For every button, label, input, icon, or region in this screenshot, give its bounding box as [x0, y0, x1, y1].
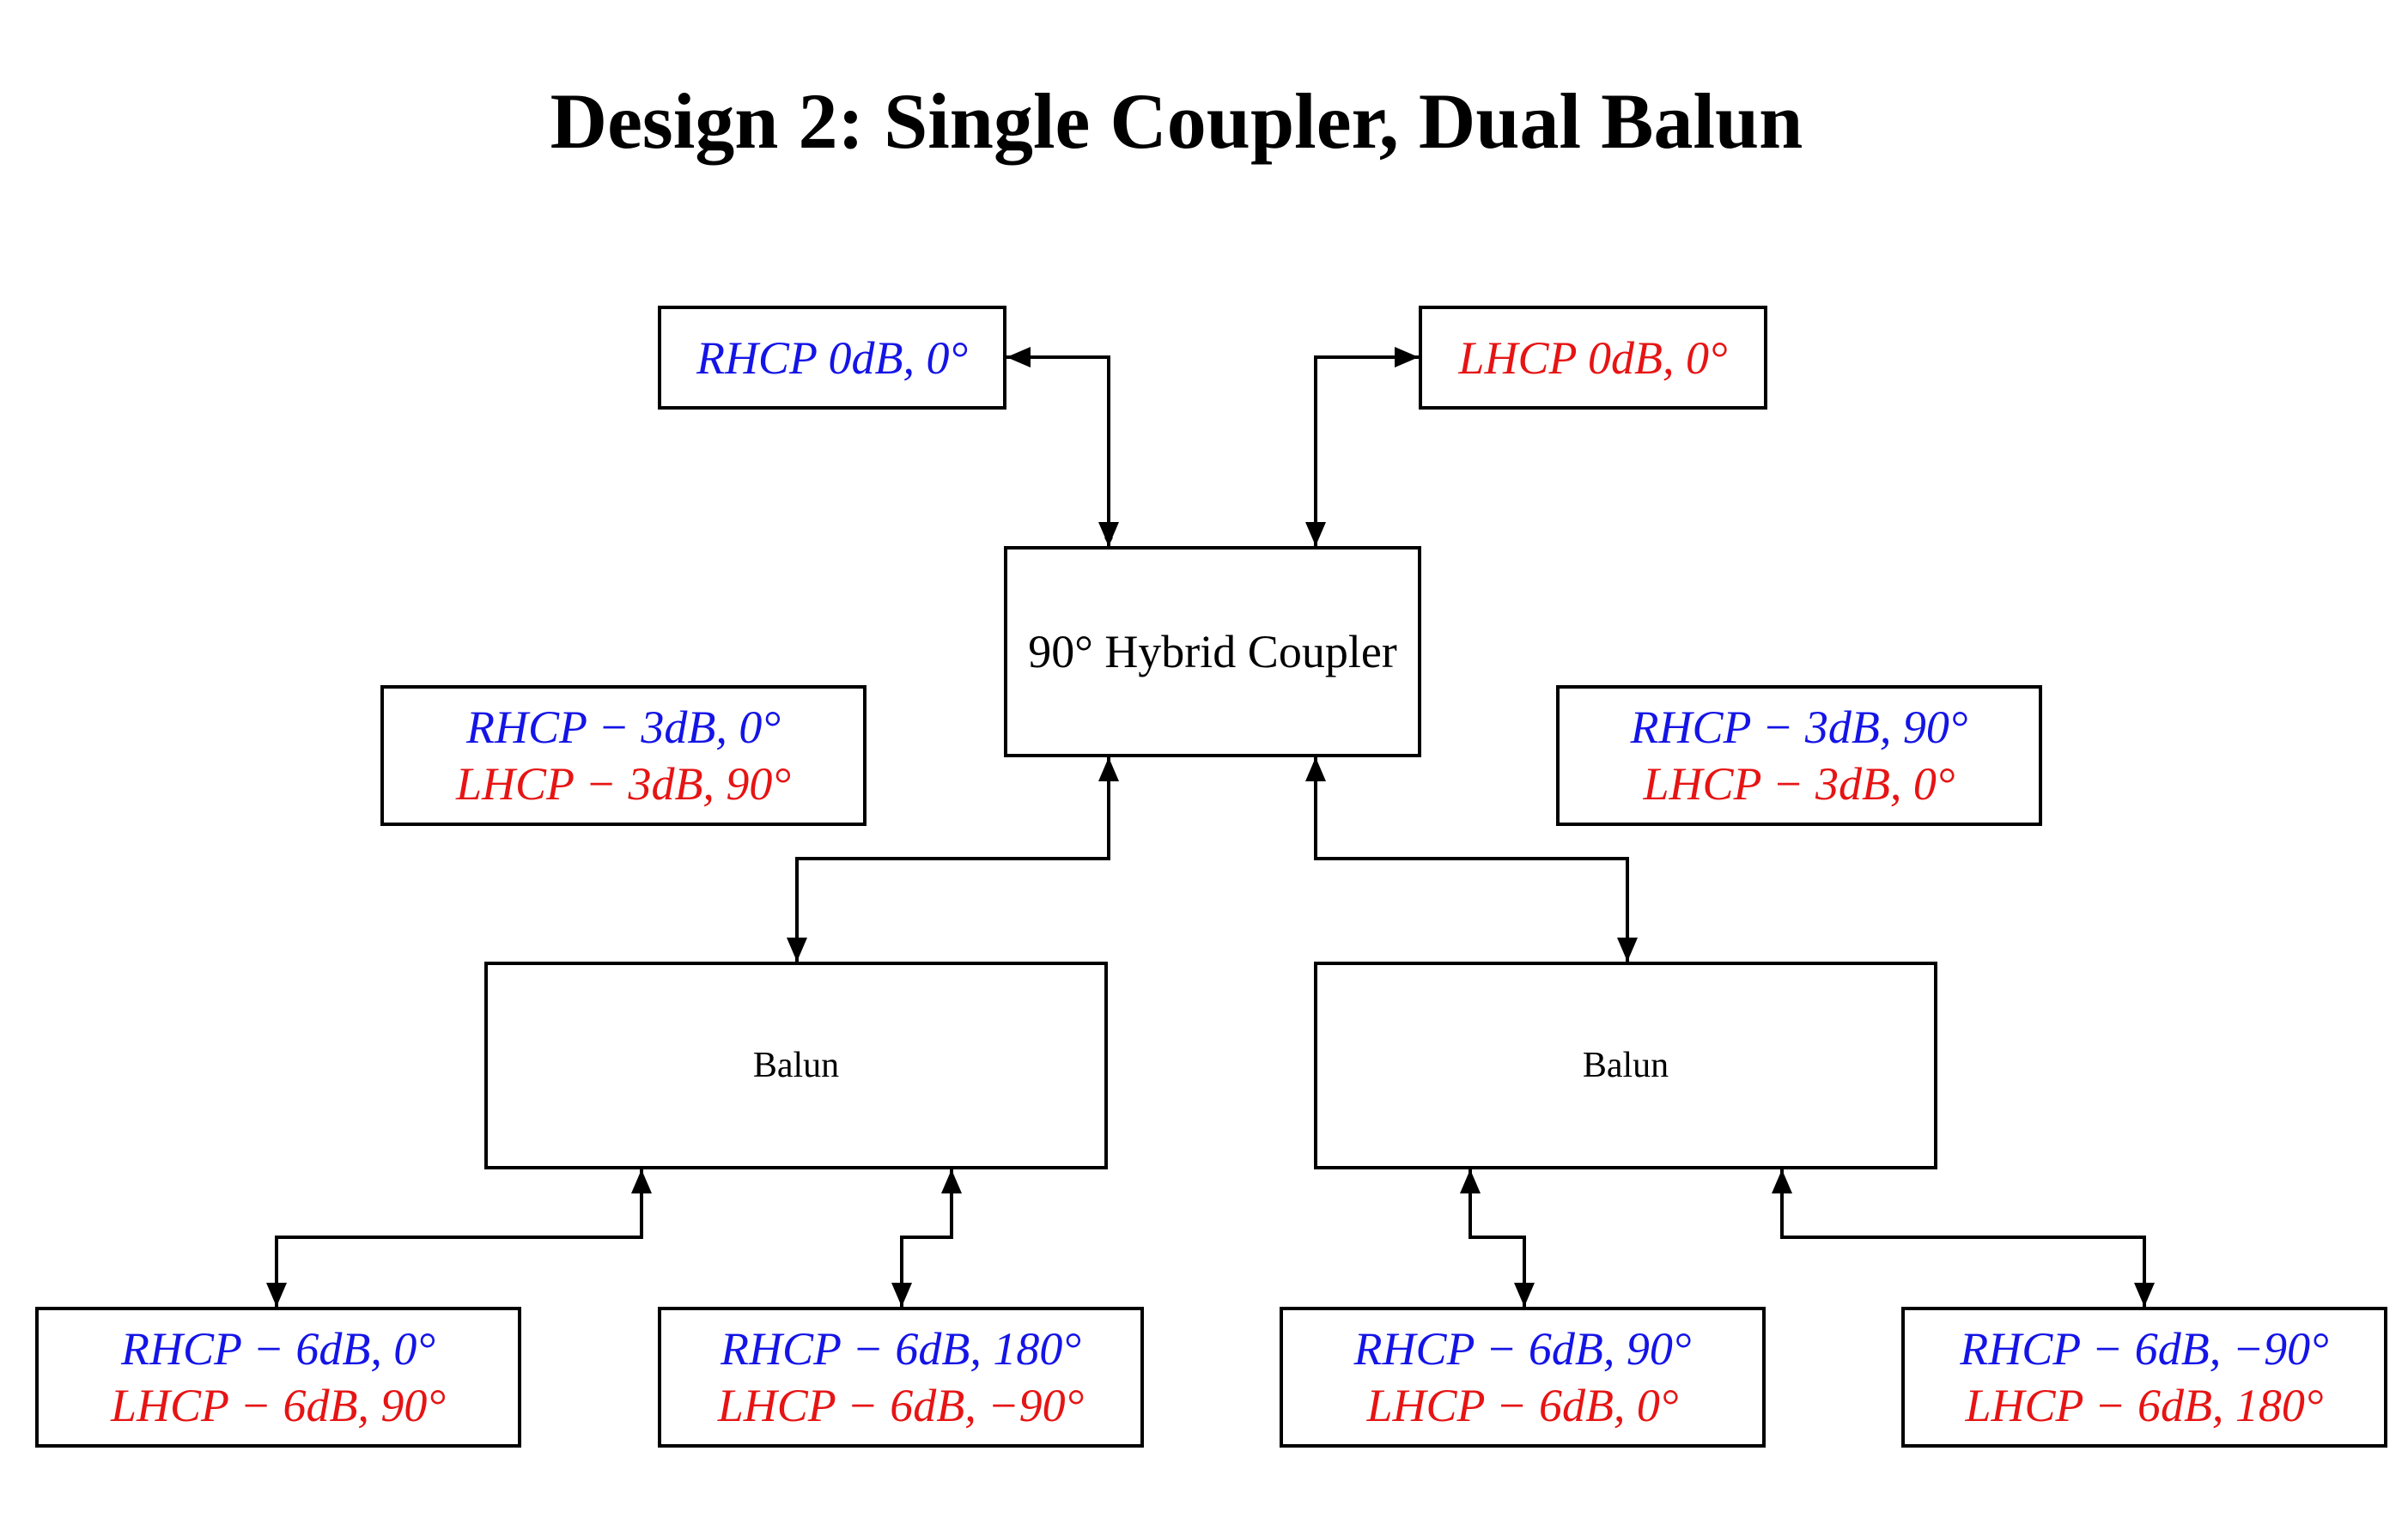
- balun-output-3-rhcp: RHCP − 6dB, 90°: [1353, 1323, 1692, 1375]
- wire-lhcp-input-coupler: [1314, 355, 1419, 546]
- balun-output-4-lhcp: LHCP − 6dB, 180°: [1965, 1380, 2324, 1431]
- wire-balun2-out4: [1780, 1169, 2146, 1307]
- rhcp-input-port: RHCP 0dB, 0°: [658, 306, 1006, 410]
- wire-balun1-out2: [900, 1169, 953, 1307]
- coupler-output-left-rhcp: RHCP − 3dB, 0°: [465, 701, 781, 753]
- wire-coupler-balun-right: [1314, 757, 1629, 962]
- balun-output-1-lhcp: LHCP − 6dB, 90°: [110, 1380, 447, 1431]
- balun-output-4: RHCP − 6dB, −90° LHCP − 6dB, 180°: [1901, 1307, 2387, 1448]
- hybrid-coupler-label: 90° Hybrid Coupler: [1028, 626, 1397, 677]
- coupler-output-left-lhcp: LHCP − 3dB, 90°: [455, 758, 792, 810]
- balun-output-3: RHCP − 6dB, 90° LHCP − 6dB, 0°: [1280, 1307, 1766, 1448]
- wire-coupler-balun-left: [795, 757, 1110, 962]
- wire-rhcp-input-coupler: [1006, 355, 1113, 546]
- balun-output-3-lhcp: LHCP − 6dB, 0°: [1366, 1380, 1679, 1431]
- diagram-title: Design 2: Single Coupler, Dual Balun: [550, 77, 1803, 165]
- wire-balun2-out3: [1469, 1169, 1526, 1307]
- wire-balun1-out1: [275, 1169, 643, 1307]
- balun-left-label: Balun: [752, 1046, 840, 1085]
- coupler-output-right-lhcp: LHCP − 3dB, 0°: [1643, 758, 1955, 810]
- balun-output-2-lhcp: LHCP − 6dB, −90°: [717, 1380, 1085, 1431]
- balun-left-block: Balun: [484, 962, 1108, 1169]
- coupler-output-right-label: RHCP − 3dB, 90° LHCP − 3dB, 0°: [1556, 685, 2042, 826]
- rhcp-input-label: RHCP 0dB, 0°: [696, 331, 969, 384]
- lhcp-input-port: LHCP 0dB, 0°: [1419, 306, 1767, 410]
- coupler-output-right-rhcp: RHCP − 3dB, 90°: [1630, 701, 1968, 753]
- arrowheads: [266, 347, 2155, 1307]
- balun-right-label: Balun: [1582, 1046, 1669, 1085]
- coupler-output-left-label: RHCP − 3dB, 0° LHCP − 3dB, 90°: [380, 685, 867, 826]
- balun-right-block: Balun: [1314, 962, 1937, 1169]
- balun-output-1: RHCP − 6dB, 0° LHCP − 6dB, 90°: [35, 1307, 521, 1448]
- balun-output-1-rhcp: RHCP − 6dB, 0°: [120, 1323, 436, 1375]
- balun-output-4-rhcp: RHCP − 6dB, −90°: [1960, 1323, 2329, 1375]
- balun-output-2-rhcp: RHCP − 6dB, 180°: [720, 1323, 1082, 1375]
- hybrid-coupler-block: 90° Hybrid Coupler: [1004, 546, 1421, 757]
- lhcp-input-label: LHCP 0dB, 0°: [1458, 331, 1728, 384]
- balun-output-2: RHCP − 6dB, 180° LHCP − 6dB, −90°: [658, 1307, 1144, 1448]
